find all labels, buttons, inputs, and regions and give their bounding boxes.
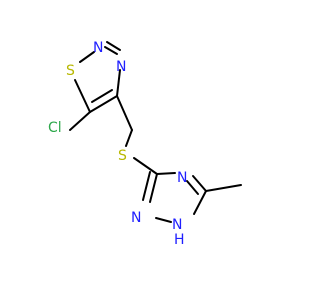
atom-s-link: S: [118, 148, 127, 164]
bond-n2-c3-double: [142, 171, 151, 201]
bond-c3-n4: [156, 172, 176, 175]
bond-n2-n3: [104, 46, 118, 55]
atom-n-top: N: [177, 170, 187, 186]
bond-ch2-s: [125, 129, 133, 147]
atom-nh-n: N: [172, 217, 182, 233]
atom-n-left: N: [131, 210, 141, 226]
bond-n4-c5: [192, 175, 207, 192]
atom-cl: Cl: [48, 120, 62, 136]
atom-n3: N: [116, 59, 126, 75]
bond-c5-n1h: [193, 190, 207, 215]
atom-nh-h: H: [174, 232, 185, 248]
bond-n4-c5-double: [186, 180, 199, 195]
bond-c4-c5: [89, 95, 118, 113]
bond-s1-n2: [79, 51, 95, 63]
atom-n2: N: [93, 40, 103, 56]
bond-n1h-n2: [155, 217, 172, 223]
bond-n2-n3-double: [106, 41, 121, 51]
bond-c4-ch2: [116, 95, 133, 131]
molecule-structure: S N N Cl S N N N H: [48, 40, 242, 248]
bond-s-c3: [133, 157, 158, 175]
bond-c5-methyl: [205, 184, 242, 192]
bond-c5-cl: [69, 111, 91, 131]
bond-n3-c4: [116, 69, 121, 97]
bond-c5-s1: [74, 79, 91, 113]
atom-s-ring: S: [66, 63, 75, 79]
bond-c4-c5-double: [91, 89, 113, 103]
bond-n2-c3: [149, 173, 158, 203]
